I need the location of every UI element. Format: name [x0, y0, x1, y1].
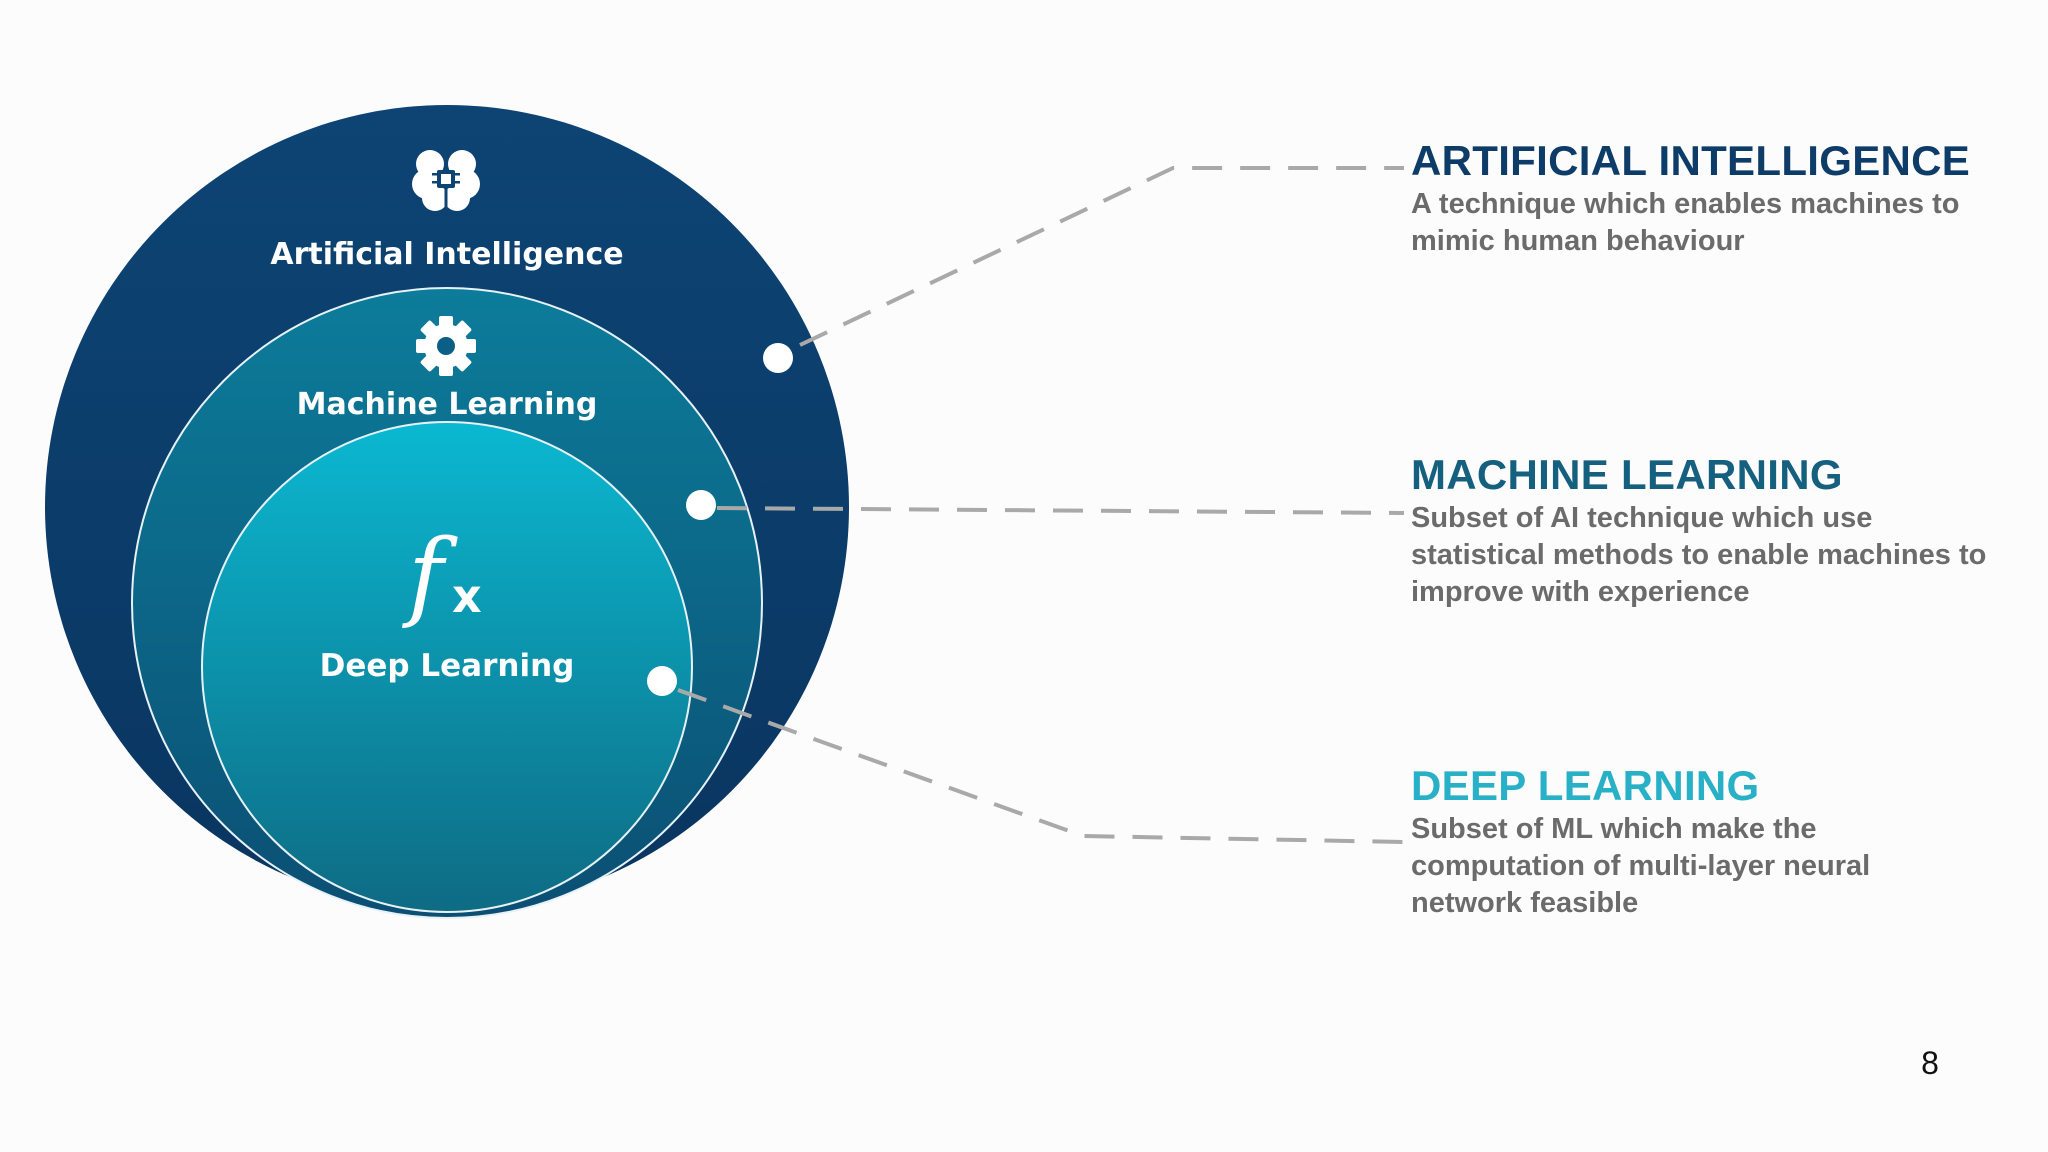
dl-circle-label: Deep Learning — [320, 648, 575, 684]
page-number: 8 — [1921, 1045, 1939, 1081]
ml-circle-label: Machine Learning — [297, 387, 598, 422]
ml-description: Subset of AI technique which use statist… — [1411, 502, 1987, 608]
ai-connector-line — [799, 166, 1404, 347]
ml-title: MACHINE LEARNING — [1411, 451, 1843, 498]
dl-description-block: DEEP LEARNING Subset of ML which make th… — [1411, 763, 2011, 922]
ml-connector-dot — [686, 490, 716, 520]
ai-connector-dot — [763, 343, 793, 373]
gear-icon — [416, 316, 476, 376]
ai-description-block: ARTIFICIAL INTELLIGENCE A technique whic… — [1411, 138, 2011, 260]
dl-circle — [201, 421, 693, 913]
ml-connector-line — [716, 506, 1405, 515]
dl-connector-line — [677, 688, 1405, 844]
brain-chip-icon — [412, 150, 480, 211]
dl-title: DEEP LEARNING — [1411, 762, 1760, 809]
ai-description: A technique which enables machines to mi… — [1411, 188, 1960, 257]
dl-description: Subset of ML which make the computation … — [1411, 813, 1871, 919]
svg-text:x: x — [452, 569, 482, 623]
ai-title: ARTIFICIAL INTELLIGENCE — [1411, 137, 1971, 184]
ml-description-block: MACHINE LEARNING Subset of AI technique … — [1411, 452, 2011, 611]
dl-connector-dot — [647, 666, 677, 696]
ai-circle-label: Artificial Intelligence — [270, 237, 623, 272]
